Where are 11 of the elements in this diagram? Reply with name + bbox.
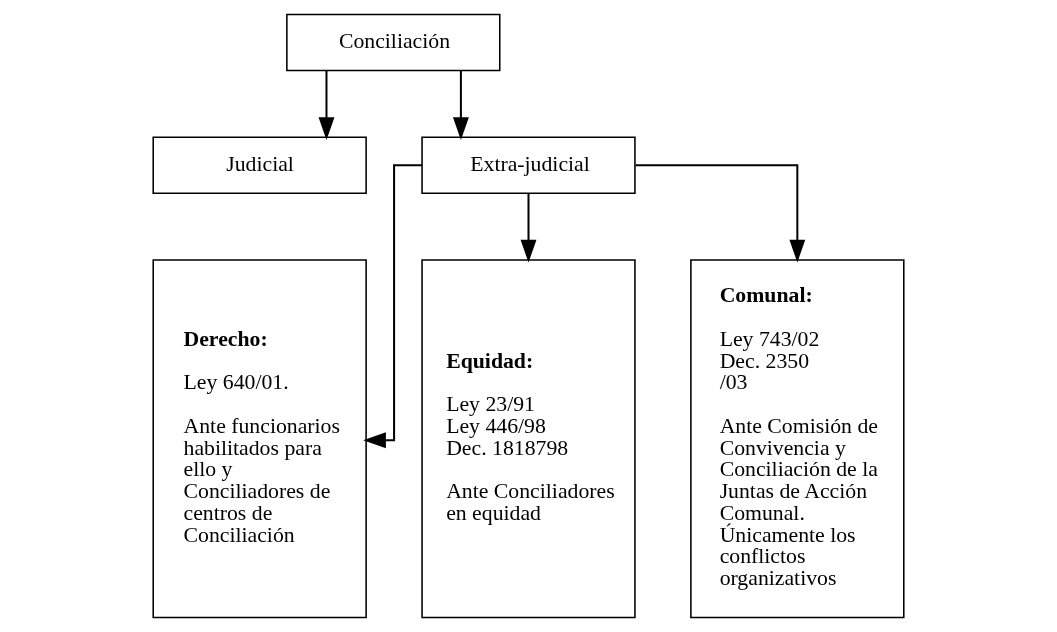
node-box: Judicial: [152, 136, 367, 194]
node-box: Comunal: Ley 743/02 Dec. 2350 /03 Ante Comisión de Convivencia y Conciliación de la Juntas de Acción Comunal. Únicamente los conflictos organizativos: [690, 259, 905, 619]
arrow: [520, 193, 537, 263]
arrow: [318, 70, 335, 140]
node-box: Extra-judicial: [421, 136, 636, 194]
node-box: Derecho: Ley 640/01. Ante funcionarios habilitados para ello y Conciliadores de centros de Conciliación: [152, 259, 367, 619]
arrow: [635, 164, 806, 263]
arrow: [363, 164, 422, 449]
node-box: Equidad: Ley 23/91 Ley 446/98 Dec. 1818798 Ante Conciliadores en equidad: [421, 259, 636, 619]
node-box: Conciliación: [286, 13, 501, 72]
arrow: [452, 70, 469, 140]
